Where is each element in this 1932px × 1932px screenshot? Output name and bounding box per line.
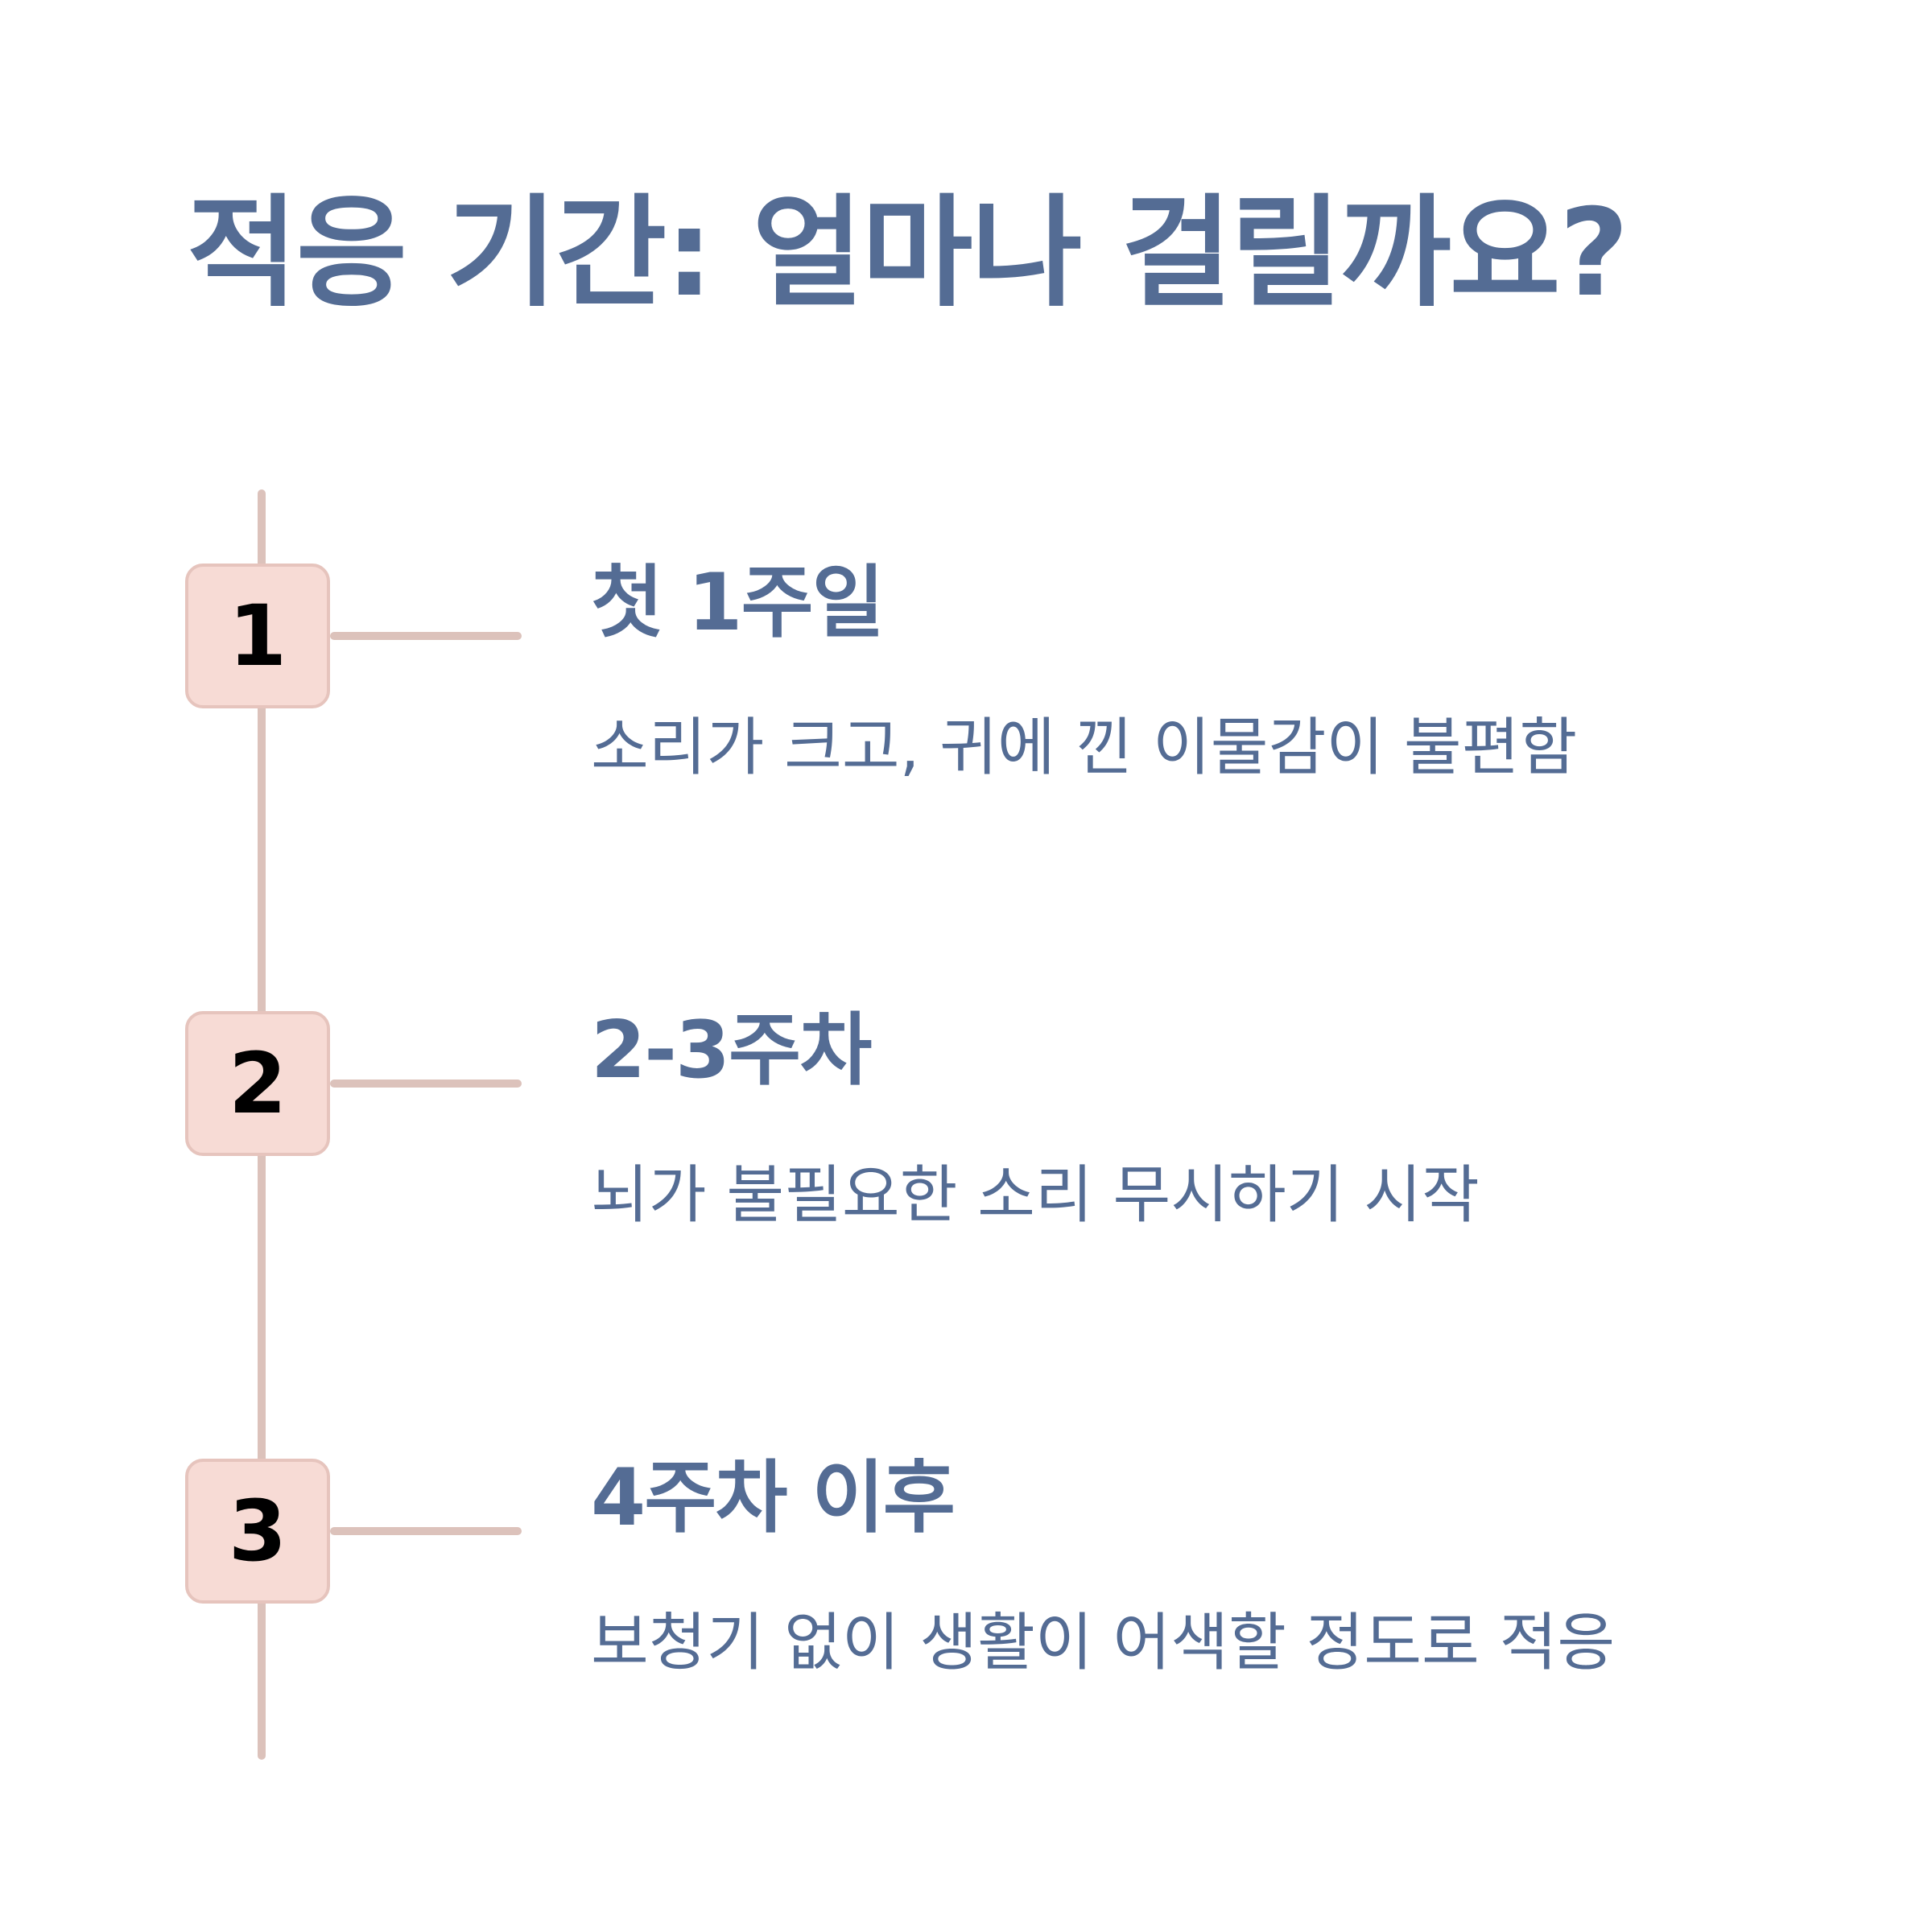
step-heading: 첫 1주일 <box>591 557 885 649</box>
step-number: 2 <box>228 1034 287 1133</box>
timeline-step-1: 1 첫 1주일 소리가 크고, 귀에 낀 이물감이 불편함 <box>0 564 1932 805</box>
step-number-badge: 3 <box>185 1459 330 1604</box>
step-heading: 2-3주차 <box>591 1005 872 1096</box>
step-number: 3 <box>228 1482 287 1580</box>
step-description: 소리가 크고, 귀에 낀 이물감이 불편함 <box>591 712 1578 784</box>
step-description: 뇌가 불필요한 소리 무시하기 시작 <box>591 1159 1480 1232</box>
step-connector <box>330 1080 522 1088</box>
page-title: 적응 기간: 얼마나 걸릴까요? <box>187 184 1629 324</box>
step-number-badge: 2 <box>185 1011 330 1156</box>
timeline-step-3: 3 4주차 이후 보청기 없이 생활이 어색할 정도로 적응 <box>0 1459 1932 1700</box>
step-connector <box>330 632 522 640</box>
step-heading: 4주차 이후 <box>591 1452 956 1544</box>
timeline-step-2: 2 2-3주차 뇌가 불필요한 소리 무시하기 시작 <box>0 1011 1932 1253</box>
step-number-badge: 1 <box>185 564 330 708</box>
step-number: 1 <box>228 587 287 685</box>
step-connector <box>330 1527 522 1535</box>
step-description: 보청기 없이 생활이 어색할 정도로 적응 <box>591 1607 1616 1679</box>
